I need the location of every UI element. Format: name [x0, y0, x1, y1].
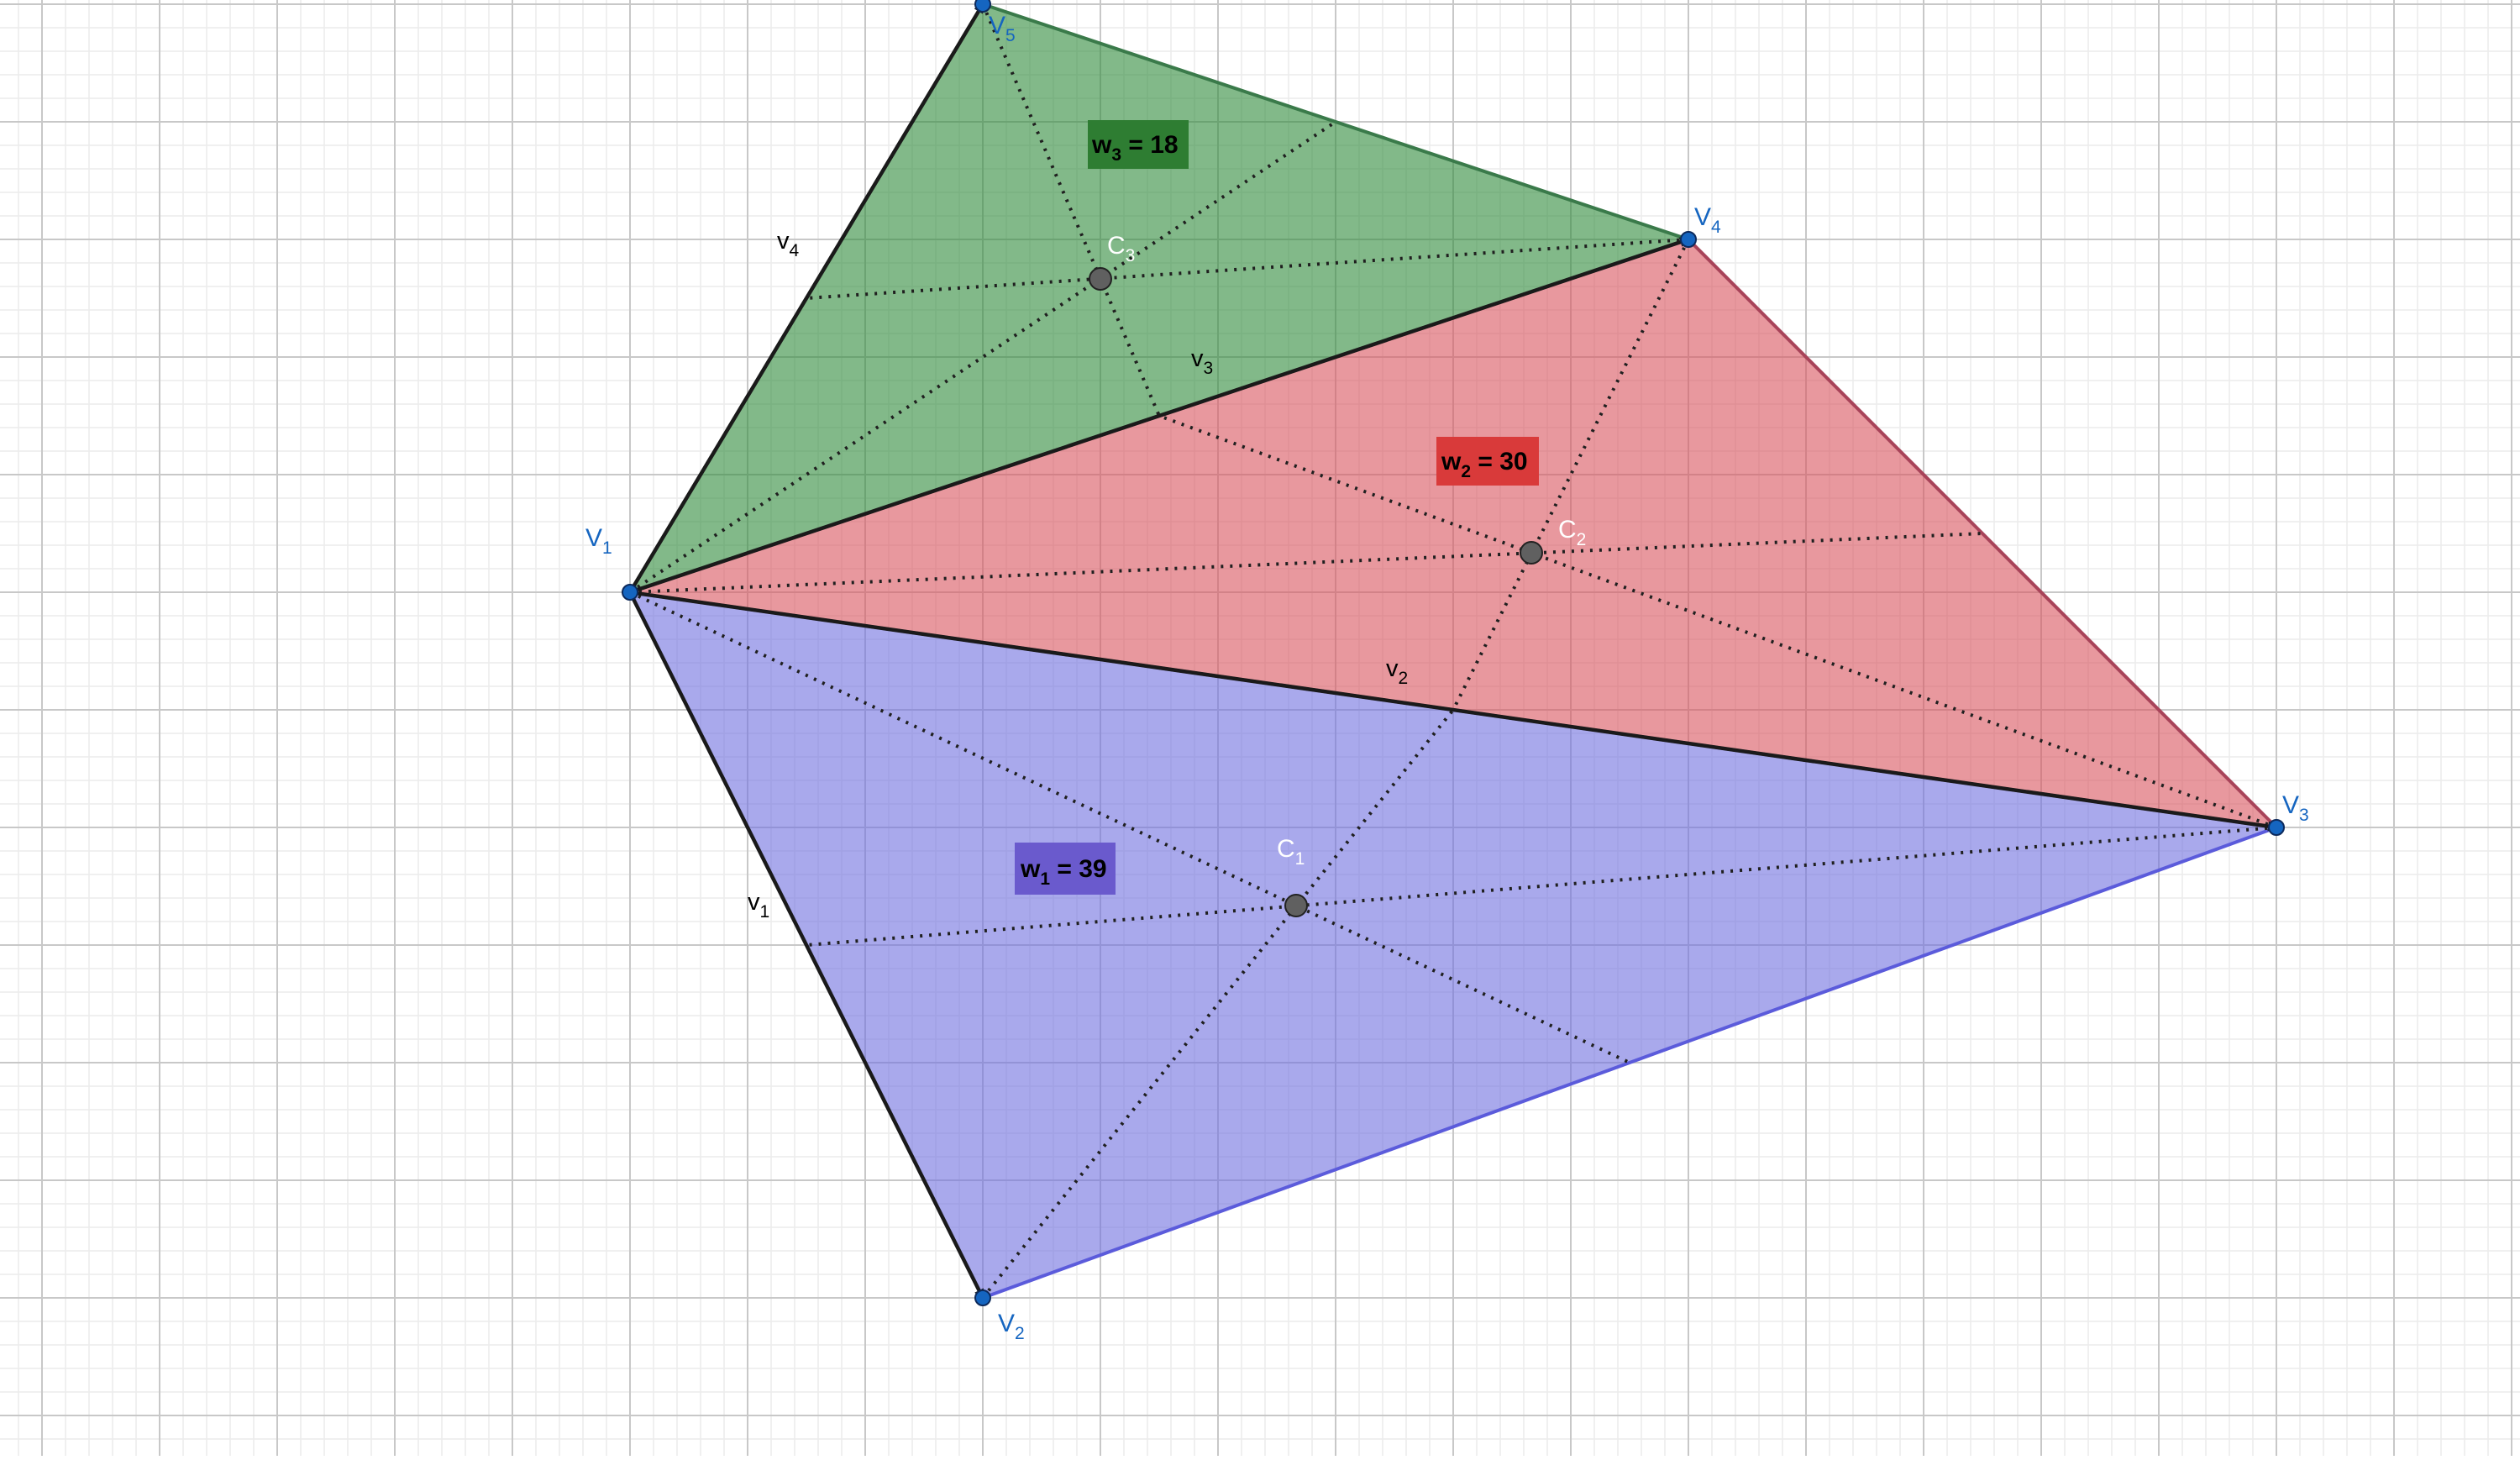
weight-badge-3-text: w3 = 18 [1091, 131, 1179, 165]
point-v3[interactable] [2268, 819, 2285, 836]
centroids [1089, 267, 1543, 917]
weight-badge-2-text: w2 = 30 [1441, 448, 1528, 481]
vector-v4[interactable] [628, 3, 984, 594]
points [622, 0, 2285, 1306]
centroid-labels: C1 C2 C3 [1107, 232, 1586, 869]
weight-badge-3: w3 = 18 [1088, 120, 1189, 169]
label-v4: V4 [1694, 203, 1721, 237]
point-v2[interactable] [974, 1289, 991, 1306]
weight-badge-3-bg [1088, 120, 1189, 169]
label-v1: V1 [585, 524, 612, 558]
label-c1: C1 [1277, 835, 1305, 869]
label-v3: V3 [2282, 791, 2309, 825]
weight-badge-2: w2 = 30 [1436, 437, 1539, 486]
label-vector-v1: v1 [748, 889, 769, 922]
point-v4[interactable] [1680, 231, 1697, 248]
label-c3: C3 [1107, 232, 1135, 265]
point-v1[interactable] [622, 584, 638, 601]
weight-badge-2-bg [1436, 437, 1539, 486]
vector-v1[interactable] [627, 591, 985, 1300]
medians [628, 3, 2277, 1300]
centroid-c2[interactable] [1520, 541, 1543, 565]
weight-badge-1: w1 = 39 [1015, 843, 1116, 895]
vectors [627, 3, 2278, 1300]
label-v2: V2 [998, 1310, 1025, 1343]
label-vector-v4: v4 [777, 228, 800, 260]
label-v5: V5 [989, 12, 1016, 45]
point-v5[interactable] [974, 0, 991, 13]
vector-v3[interactable] [629, 237, 1690, 595]
median-line [629, 532, 1983, 594]
label-c2: C2 [1558, 516, 1586, 549]
label-vector-v3: v3 [1191, 345, 1213, 378]
point-labels: V1 V2 V3 V4 V5 [585, 12, 2309, 1343]
weight-badge-1-text: w1 = 39 [1020, 855, 1107, 889]
vector-v2[interactable] [629, 590, 2278, 832]
median-line [981, 3, 1161, 417]
weight-badge-1-bg [1015, 843, 1116, 895]
centroid-c3[interactable] [1089, 267, 1112, 291]
vector-labels: v1 v2 v3 v4 [748, 228, 1408, 922]
centroid-c1[interactable] [1284, 894, 1308, 917]
label-vector-v2: v2 [1386, 655, 1408, 688]
